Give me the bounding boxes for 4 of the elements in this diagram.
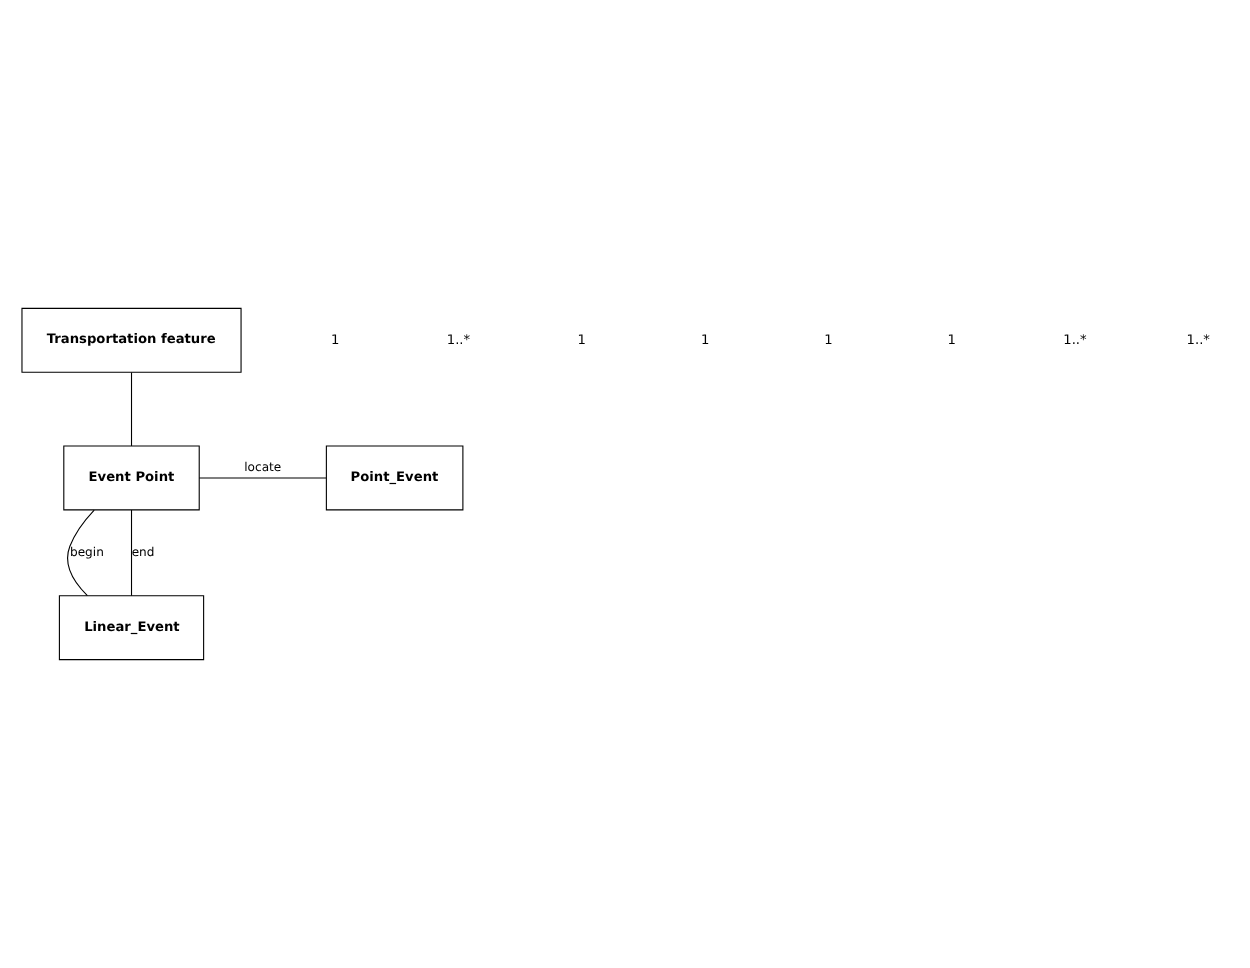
connector xyxy=(130,509,133,597)
connector xyxy=(130,371,133,447)
connector xyxy=(67,509,95,597)
connector xyxy=(198,477,327,479)
